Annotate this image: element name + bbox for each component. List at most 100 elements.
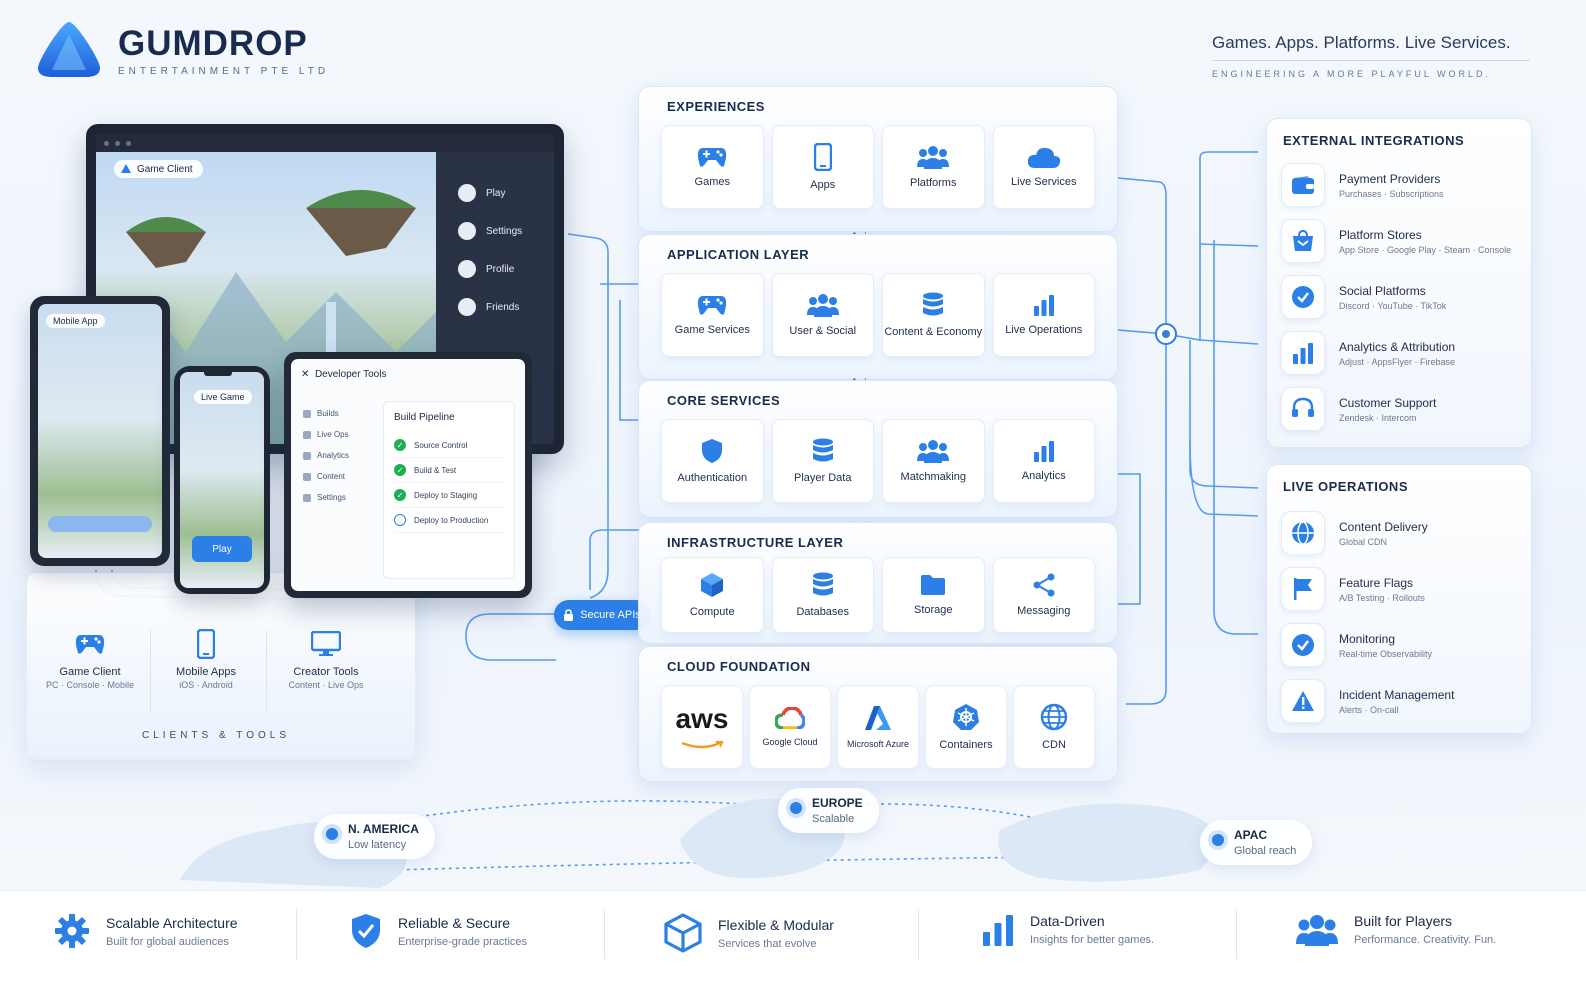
globe-icon xyxy=(1040,703,1068,731)
card-messaging[interactable]: Messaging xyxy=(992,557,1095,633)
menu-item-settings[interactable]: Settings xyxy=(436,212,554,250)
layer-title: CLOUD FOUNDATION xyxy=(667,659,811,674)
pipeline-step[interactable]: ✓Deploy to Staging xyxy=(394,483,504,508)
card-live-operations[interactable]: Live Operations xyxy=(992,273,1095,357)
database-icon xyxy=(812,438,833,462)
region-north-america[interactable]: N. AMERICA Low latency xyxy=(314,814,435,859)
folder-icon xyxy=(921,575,946,595)
devtools-nav-label: Analytics xyxy=(317,451,350,460)
feature-title: Reliable & Secure xyxy=(398,914,511,931)
card-label: Google Cloud xyxy=(762,737,818,747)
bar-chart-icon xyxy=(303,451,311,460)
devtools-nav-builds[interactable]: Builds xyxy=(299,403,377,424)
card-authentication[interactable]: Authentication xyxy=(661,419,764,503)
devtools-nav-label: Live Ops xyxy=(317,430,349,439)
share-icon xyxy=(1033,573,1055,597)
card-matchmaking[interactable]: Matchmaking xyxy=(882,419,985,503)
database-icon xyxy=(812,572,833,596)
menu-item-play[interactable]: Play xyxy=(436,174,554,212)
card-label: Microsoft Azure xyxy=(846,739,910,749)
devtools-nav-content[interactable]: Content xyxy=(299,466,377,487)
pipeline-step-label: Source Control xyxy=(414,440,468,450)
card-storage[interactable]: Storage xyxy=(882,557,985,633)
card-game-services[interactable]: Game Services xyxy=(661,273,764,357)
card-platforms[interactable]: Platforms xyxy=(882,125,985,209)
card-google-cloud[interactable]: Google Cloud xyxy=(749,685,831,769)
region-europe[interactable]: EUROPE Scalable xyxy=(778,788,879,833)
lock-icon xyxy=(564,608,574,621)
divider xyxy=(266,630,267,712)
card-cdn[interactable]: CDN xyxy=(1013,685,1095,769)
check-circle-icon xyxy=(1292,286,1314,308)
devtools-title: ✕ Developer Tools xyxy=(301,369,387,380)
layer-application: APPLICATION LAYER Game Services User & S… xyxy=(638,234,1118,380)
integration-sub: Adjust · AppsFlyer · Firebase xyxy=(1339,356,1456,367)
card-label: Game Services xyxy=(674,324,750,336)
region-title: N. AMERICA xyxy=(348,822,419,836)
pipeline-step[interactable]: Deploy to Production xyxy=(394,508,504,533)
devtools-nav-settings[interactable]: Settings xyxy=(299,487,377,508)
devtools-nav-live-ops[interactable]: Live Ops xyxy=(299,424,377,445)
card-microsoft-azure[interactable]: Microsoft Azure xyxy=(837,685,919,769)
phone-icon xyxy=(813,143,832,171)
card-content-economy[interactable]: Content & Economy xyxy=(882,273,985,357)
user-icon xyxy=(458,260,476,278)
game-client-pill: Game Client xyxy=(114,160,203,178)
pipeline-step-label: Deploy to Production xyxy=(414,515,489,525)
menu-item-label: Friends xyxy=(486,301,520,313)
layer-title: INFRASTRUCTURE LAYER xyxy=(667,535,844,550)
build-pipeline-panel: Build Pipeline ✓Source Control ✓Build & … xyxy=(383,401,515,579)
check-icon: ✓ xyxy=(394,489,406,501)
client-mobile-apps: Mobile Apps iOS · Android xyxy=(146,628,266,690)
secure-apis-badge[interactable]: Secure APIs xyxy=(554,600,650,630)
card-label: Authentication xyxy=(677,472,748,484)
card-compute[interactable]: Compute xyxy=(661,557,764,633)
card-aws[interactable]: aws xyxy=(661,685,743,769)
devtools-nav-analytics[interactable]: Analytics xyxy=(299,445,377,466)
layer-experiences: EXPERIENCES Games Apps Platforms Live Se… xyxy=(638,86,1118,232)
card-games[interactable]: Games xyxy=(661,125,764,209)
phone-icon xyxy=(197,629,215,659)
card-label: User & Social xyxy=(789,325,857,337)
liveops-sub: Global CDN xyxy=(1339,536,1388,547)
menu-item-friends[interactable]: Friends xyxy=(436,288,554,326)
phone-play-button[interactable]: Play xyxy=(192,536,252,562)
card-label: Analytics xyxy=(1021,470,1066,482)
card-apps[interactable]: Apps xyxy=(771,125,874,209)
card-databases[interactable]: Databases xyxy=(771,557,874,633)
card-live-services[interactable]: Live Services xyxy=(992,125,1095,209)
pipeline-step[interactable]: ✓Source Control xyxy=(394,433,504,458)
pipeline-step[interactable]: ✓Build & Test xyxy=(394,458,504,483)
client-item-title: Game Client xyxy=(59,666,121,678)
card-user-social[interactable]: User & Social xyxy=(771,273,874,357)
bar-chart-icon xyxy=(1293,343,1313,364)
menu-item-label: Play xyxy=(486,187,506,199)
store-bag-icon xyxy=(1293,230,1313,251)
menu-item-profile[interactable]: Profile xyxy=(436,250,554,288)
integration-title: Platform Stores xyxy=(1339,227,1422,242)
card-label: Player Data xyxy=(794,472,852,484)
region-apac[interactable]: APAC Global reach xyxy=(1200,820,1313,865)
check-icon: ✓ xyxy=(394,464,406,476)
pending-circle-icon xyxy=(394,514,406,526)
card-containers[interactable]: Containers xyxy=(925,685,1007,769)
integration-sub: Zendesk · Intercom xyxy=(1339,412,1417,423)
tablet-action-bar[interactable] xyxy=(48,516,152,532)
feature-sub: Services that evolve xyxy=(718,937,817,950)
card-analytics[interactable]: Analytics xyxy=(992,419,1095,503)
card-player-data[interactable]: Player Data xyxy=(771,419,874,503)
